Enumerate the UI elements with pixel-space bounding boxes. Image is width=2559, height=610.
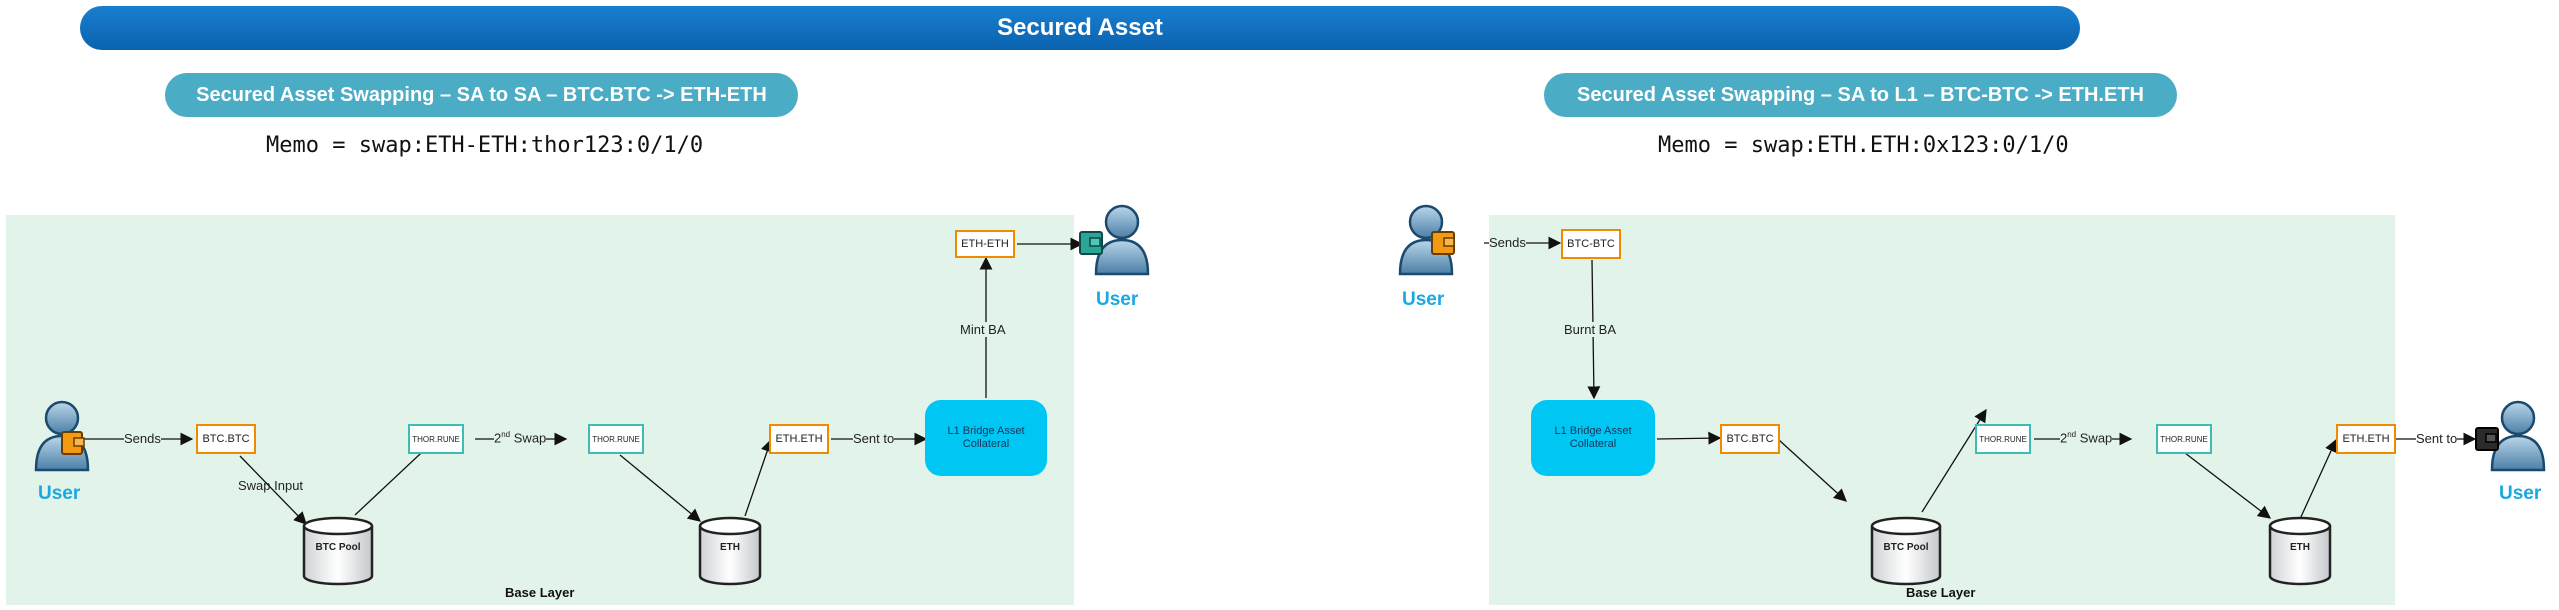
eth-pool-cylinder-left xyxy=(698,516,762,586)
user-icon-left-1 xyxy=(34,400,90,472)
left-btc-btc-box: BTC.BTC xyxy=(196,424,256,454)
left-base-layer-panel xyxy=(6,215,1074,605)
right-memo: Memo = swap:ETH.ETH:0x123:0/1/0 xyxy=(1658,133,2069,158)
right-btc-pool-label: BTC Pool xyxy=(1883,542,1929,553)
left-sent-to-label: Sent to xyxy=(853,431,895,446)
right-l1-bridge-collateral: L1 Bridge Asset Collateral xyxy=(1531,400,1655,476)
right-btc-dash-btc-box: BTC-BTC xyxy=(1561,229,1621,259)
right-thor-rune-box-1: THOR.RUNE xyxy=(1975,424,2031,454)
right-section-title: Secured Asset Swapping – SA to L1 – BTC-… xyxy=(1544,73,2177,117)
left-swap-input-label: Swap Input xyxy=(238,478,304,493)
user-icon-right-2 xyxy=(2475,400,2546,472)
left-user-label-1: User xyxy=(38,483,81,504)
left-thor-rune-box-2: THOR.RUNE xyxy=(588,424,644,454)
right-user-label-2: User xyxy=(2499,483,2542,504)
right-sent-to-label: Sent to xyxy=(2416,431,2458,446)
left-user-label-2: User xyxy=(1096,289,1139,310)
eth-pool-cylinder-right xyxy=(2268,516,2332,586)
left-memo: Memo = swap:ETH-ETH:thor123:0/1/0 xyxy=(266,133,704,158)
right-user-label-1: User xyxy=(1402,289,1445,310)
left-btc-pool-label: BTC Pool xyxy=(315,542,361,553)
right-second-swap-label: 2nd Swap xyxy=(2060,430,2113,446)
left-base-layer-label: Base Layer xyxy=(505,585,575,600)
banner-title: Secured Asset xyxy=(80,6,2080,50)
left-l1-bridge-collateral: L1 Bridge Asset Collateral xyxy=(925,400,1047,476)
right-sends-label: Sends xyxy=(1489,235,1526,250)
right-eth-eth-box: ETH.ETH xyxy=(2336,424,2396,454)
btc-pool-cylinder-left xyxy=(302,516,374,586)
right-base-layer-label: Base Layer xyxy=(1906,585,1976,600)
right-eth-pool-label: ETH xyxy=(2290,542,2310,553)
right-thor-rune-box-2: THOR.RUNE xyxy=(2156,424,2212,454)
left-section-title: Secured Asset Swapping – SA to SA – BTC.… xyxy=(165,73,798,117)
btc-pool-cylinder-right xyxy=(1870,516,1942,586)
left-second-swap-label: 2nd Swap xyxy=(494,430,547,446)
user-icon-right-1 xyxy=(1398,204,1455,276)
left-eth-pool-label: ETH xyxy=(720,542,740,553)
left-thor-rune-box-1: THOR.RUNE xyxy=(408,424,464,454)
right-btc-btc-box: BTC.BTC xyxy=(1720,424,1780,454)
left-sends-label: Sends xyxy=(124,431,161,446)
left-mint-ba-label: Mint BA xyxy=(960,322,1006,337)
user-icon-left-2 xyxy=(1079,204,1150,276)
right-burnt-ba-label: Burnt BA xyxy=(1564,322,1617,337)
left-eth-dash-eth-box: ETH-ETH xyxy=(955,230,1015,258)
left-eth-eth-box: ETH.ETH xyxy=(769,424,829,454)
